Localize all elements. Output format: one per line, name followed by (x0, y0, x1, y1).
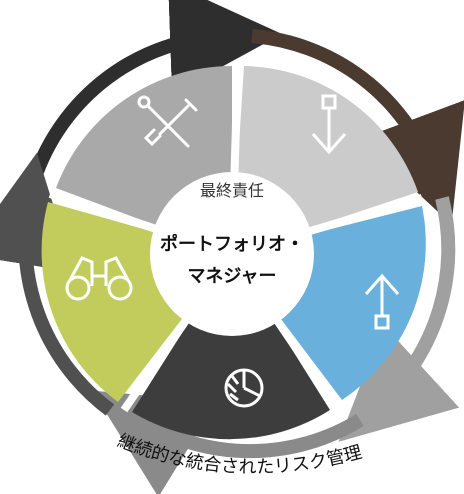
pie-chart-icon (224, 368, 264, 408)
tools-icon (137, 95, 198, 148)
segment-pie (132, 254, 330, 440)
arrow-up-icon (364, 273, 400, 330)
center-title-line2: マネジャー (187, 266, 276, 287)
arrow-down-icon (311, 94, 347, 155)
arrow-top-left (27, 0, 282, 183)
center-title-line1: ポートフォリオ・ (160, 233, 304, 255)
arrow-left (0, 152, 115, 416)
center-circle (150, 172, 314, 336)
arrow-bottom (92, 390, 364, 494)
center-label-top: 最終責任 (200, 181, 264, 200)
binoculars-icon (65, 256, 133, 301)
arrow-right (338, 196, 460, 442)
arrow-top-right (251, 29, 464, 225)
